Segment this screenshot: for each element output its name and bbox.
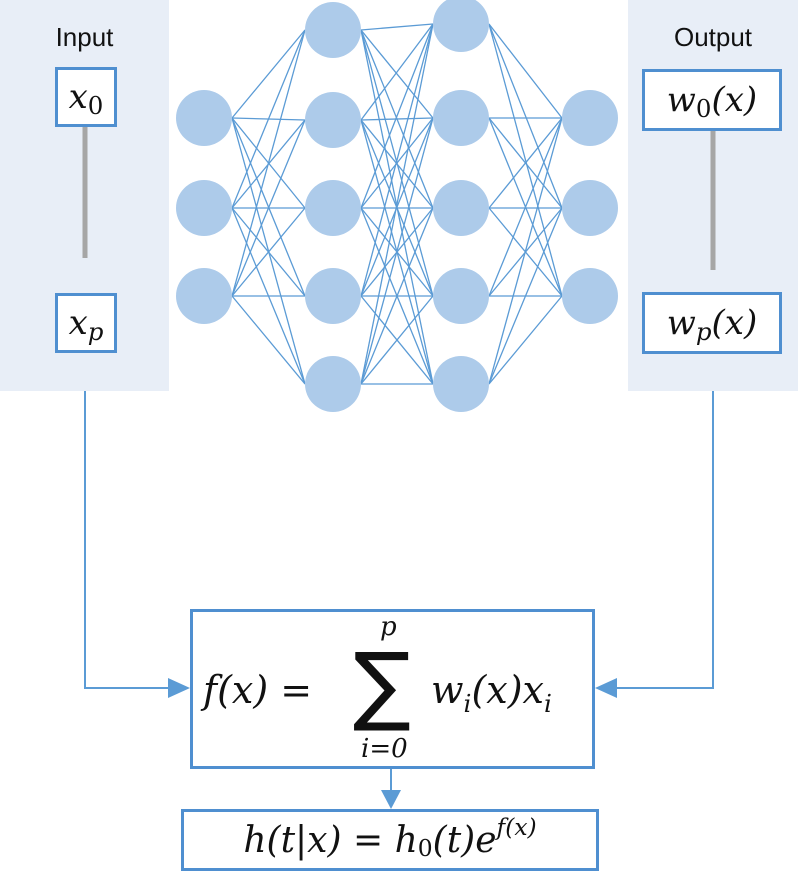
- network-node: [305, 356, 361, 412]
- network-edge: [488, 117, 563, 297]
- network-edge: [360, 23, 434, 385]
- sum-upper-limit: p: [380, 612, 397, 642]
- network-node: [433, 268, 489, 324]
- network-node: [176, 268, 232, 324]
- term-x-subscript: i: [543, 688, 552, 718]
- network-node: [176, 180, 232, 236]
- network-edge: [488, 295, 563, 385]
- wp-subscript: p: [695, 317, 712, 347]
- network-node: [305, 92, 361, 148]
- x0-base: x: [68, 77, 88, 117]
- output-connector-arrow: [595, 678, 617, 698]
- network-edge: [360, 23, 434, 297]
- hazard-h: h: [394, 819, 418, 861]
- network-edges: [231, 23, 563, 385]
- summation-symbol: ∑: [353, 635, 411, 735]
- network-node: [433, 356, 489, 412]
- formula-to-hazard-arrow: [381, 790, 401, 809]
- network-edge: [231, 119, 306, 297]
- network-nodes: [176, 0, 618, 412]
- network-edge: [231, 29, 306, 119]
- network-node: [433, 180, 489, 236]
- network-edge: [231, 29, 306, 297]
- xp-base: x: [68, 303, 88, 343]
- hazard-lhs: h(t|x) =: [243, 819, 384, 861]
- network-edge: [360, 117, 434, 121]
- network-edge: [488, 117, 563, 209]
- term-mid: (x)x: [471, 668, 544, 712]
- weighted-sum-formula-box: f(x) = p ∑ i=0 wi(x)xi: [190, 609, 595, 769]
- w0-subscript: 0: [695, 94, 712, 124]
- network-node: [562, 268, 618, 324]
- network-edge: [231, 29, 306, 209]
- term-w-subscript: i: [463, 688, 472, 718]
- network-node: [176, 90, 232, 146]
- sum-lower-limit: i=0: [361, 734, 408, 764]
- network-node: [305, 180, 361, 236]
- w0-base: w: [666, 80, 696, 120]
- network-node: [305, 268, 361, 324]
- network-edge: [360, 23, 434, 209]
- wp-base: w: [666, 303, 696, 343]
- network-edge: [360, 117, 434, 209]
- w0-arg: (x): [711, 80, 758, 120]
- hazard-h-subscript: 0: [417, 834, 433, 863]
- input-connector-line: [84, 391, 168, 689]
- network-edge: [360, 23, 434, 31]
- x0-subscript: 0: [87, 91, 104, 121]
- network-node: [562, 180, 618, 236]
- network-edge: [488, 207, 563, 385]
- output-connector-line: [617, 391, 714, 689]
- network-edge: [231, 295, 306, 385]
- network-node: [433, 0, 489, 52]
- output-title: Output: [673, 22, 753, 52]
- network-edge: [360, 23, 434, 121]
- input-connector-arrow: [168, 678, 190, 698]
- formula-term: wi(x)xi: [431, 668, 552, 718]
- network-edge: [360, 29, 434, 119]
- network-edge: [488, 23, 563, 297]
- network-edge: [488, 117, 563, 385]
- network-edge: [488, 23, 563, 209]
- formula-lhs: f(x) =: [203, 668, 313, 712]
- network-node: [433, 90, 489, 146]
- input-title: Input: [55, 22, 114, 52]
- network-node: [305, 2, 361, 58]
- network-node: [562, 90, 618, 146]
- term-w: w: [431, 668, 464, 712]
- network-edge: [360, 117, 434, 385]
- xp-subscript: p: [87, 317, 104, 347]
- network-edge: [360, 295, 434, 385]
- network-edge: [360, 207, 434, 385]
- hazard-h-arg: (t)e: [432, 819, 497, 861]
- network-edge: [488, 23, 563, 119]
- wp-arg: (x): [711, 303, 758, 343]
- network-edge: [231, 207, 306, 297]
- hazard-exponent: f(x): [496, 813, 537, 842]
